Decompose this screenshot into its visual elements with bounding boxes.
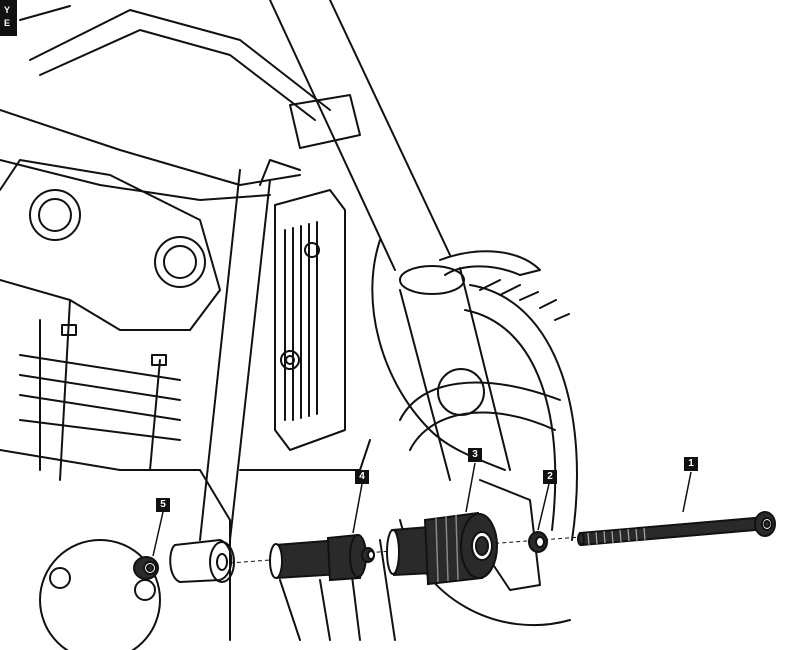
part-1-bolt [577,511,776,547]
engine-cover-2-inner [163,245,197,279]
mount-boss-face [209,541,235,583]
fork-lower-right [459,267,511,471]
engine-fins [19,354,181,441]
frame-cross [259,159,301,186]
callout-1: 1 [684,457,698,471]
caliper-bracket [479,479,541,591]
frame-rail-upper-inner [39,29,316,121]
engine-cover-1-inner [38,198,72,232]
leader-1 [682,471,692,513]
radiator-outline [274,189,346,451]
part-2-washer [528,531,548,553]
frame-rail-upper [29,9,331,111]
fork-tube-right-edge [329,0,451,256]
callout-2: 2 [543,470,557,484]
part-5-nut [133,556,159,580]
engine-cover-1 [29,189,81,241]
axle-cap [437,368,485,416]
frame-downtube [199,169,241,541]
part-3-slider-puck [386,511,498,586]
engine-body [0,159,221,331]
engine-cover-2 [154,236,206,288]
front-tire-outer [469,284,578,541]
corner-badge-line1: Y [4,5,11,15]
brake-disc-outer [399,381,561,421]
leader-5 [152,511,164,557]
front-tire-inner [464,309,557,531]
frame-downtube-2 [229,179,271,541]
corner-badge-line2: E [4,18,11,28]
fork-tube-left-edge [269,0,396,271]
fork-clamp [289,94,361,149]
callout-5: 5 [156,498,170,512]
engine-cylinder [39,299,161,481]
engine-lower-cover [39,539,161,650]
leader-2 [537,483,550,531]
fork-lower-left [399,289,451,481]
frame-top-line [19,5,71,21]
fork-seal [399,265,465,295]
leader-4 [352,483,363,534]
radiator-fins [284,221,318,421]
leader-3 [465,462,476,513]
part-4-spacer [269,533,375,582]
swing-guard [279,539,396,641]
mount-boss [169,539,233,583]
callout-4: 4 [355,470,369,484]
engine-lower [0,449,231,641]
corner-badge: Y E [0,0,17,36]
front-fender [439,250,541,276]
frame-rail-mid2 [0,159,271,201]
callout-3: 3 [468,448,482,462]
frame-rail-mid [0,109,301,186]
